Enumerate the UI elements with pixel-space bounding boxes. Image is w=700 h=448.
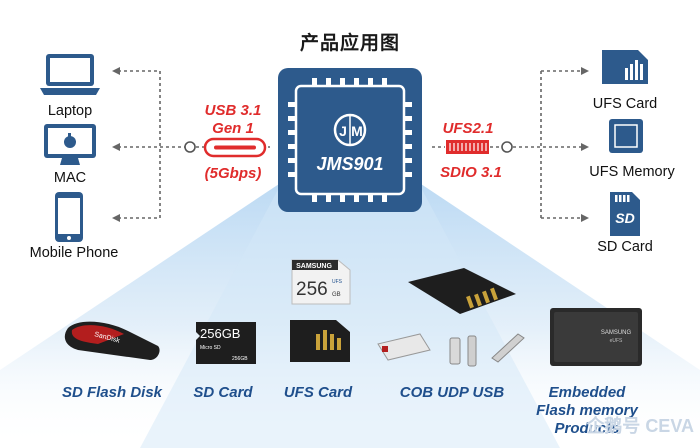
- laptop-icon: [40, 54, 100, 95]
- embedded-flash-chip-image: SAMSUNG eUFS: [550, 308, 642, 366]
- product-label-embedded-flash: Embedded Flash memory Products: [536, 384, 638, 437]
- sd-card-icon: SD: [610, 192, 640, 236]
- host-label-mac: MAC: [53, 170, 87, 186]
- svg-text:eUFS: eUFS: [610, 338, 623, 344]
- jm-logo-icon: J M: [333, 113, 367, 147]
- host-label-laptop: Laptop: [47, 103, 93, 119]
- ufs-interface-label: UFS2.1: [442, 120, 494, 137]
- svg-text:256GB: 256GB: [200, 326, 240, 341]
- watermark: 企鹅号 CEVA: [586, 416, 694, 436]
- usb-c-connector-icon: [203, 137, 267, 158]
- phone-icon: [55, 192, 83, 242]
- ufs-card-product-image: [290, 320, 350, 362]
- product-label-ufs-card: UFS Card: [283, 384, 353, 401]
- media-label-ufs-card: UFS Card: [592, 96, 658, 112]
- samsung-ufs-card-image: SAMSUNG 256 UFS GB: [291, 259, 351, 305]
- diagram-title: 产品应用图: [299, 32, 400, 54]
- ufs-connector-icon: [446, 140, 489, 154]
- host-label-mobile-phone: Mobile Phone: [29, 245, 119, 261]
- svg-text:SAMSUNG: SAMSUNG: [296, 263, 332, 270]
- chip-name: JMS901: [316, 154, 384, 174]
- product-label-sd-flash-disk: SD Flash Disk: [61, 384, 163, 401]
- product-label-sd-card: SD Card: [193, 384, 253, 401]
- ufs-memory-icon: [609, 119, 643, 153]
- svg-text:J: J: [339, 123, 347, 139]
- svg-text:M: M: [351, 123, 363, 139]
- svg-text:UFS: UFS: [332, 279, 343, 285]
- svg-text:Micro SD: Micro SD: [200, 345, 221, 351]
- usb-interface-label: USB 3.1 Gen 1: [204, 102, 262, 137]
- product-label-cob-udp-usb: COB UDP USB: [399, 384, 505, 401]
- media-label-ufs-memory: UFS Memory: [589, 164, 675, 180]
- svg-text:GB: GB: [332, 292, 341, 298]
- mac-icon: [44, 124, 96, 165]
- svg-text:256GB: 256GB: [232, 356, 248, 362]
- ufs-card-icon: [602, 50, 648, 84]
- sd-flash-disk-image: SanDisk: [64, 321, 160, 360]
- svg-text:SAMSUNG: SAMSUNG: [601, 330, 632, 336]
- svg-text:SD: SD: [615, 210, 634, 226]
- usb-speed-label: (5Gbps): [204, 165, 262, 182]
- sd-card-product-image: 256GB Micro SD 256GB: [196, 322, 256, 364]
- usb-sticks-image: [377, 333, 525, 367]
- sdio-interface-label: SDIO 3.1: [440, 164, 502, 181]
- svg-text:256: 256: [296, 279, 328, 300]
- media-label-sd-card: SD Card: [597, 239, 653, 255]
- cob-udp-module-image: [408, 268, 516, 314]
- chip-graphic: J M: [278, 68, 422, 212]
